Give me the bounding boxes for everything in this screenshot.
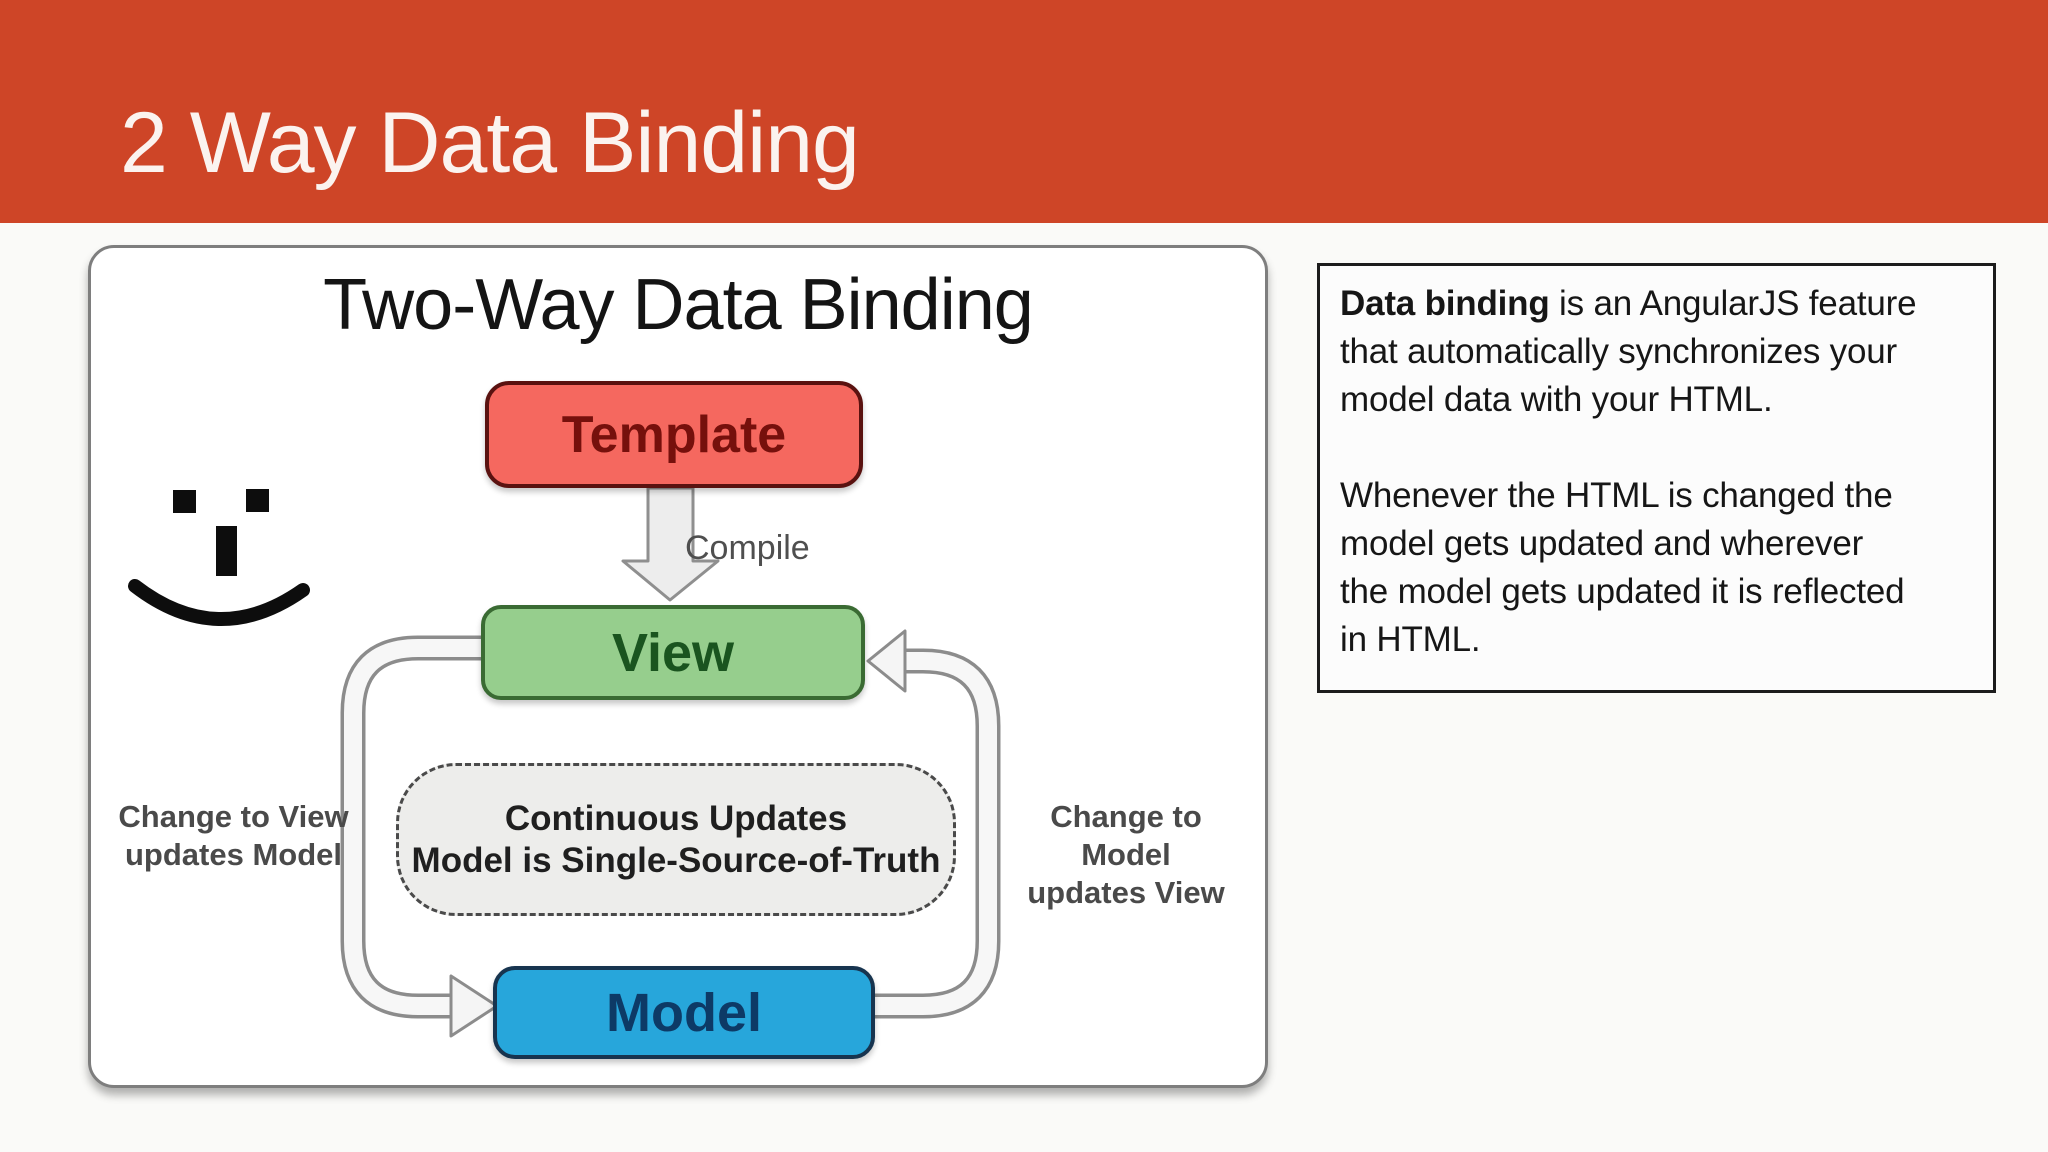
diagram-panel: Two-Way Data Binding Template Compile Vi… bbox=[88, 245, 1268, 1088]
right-caption: Change to Model updates View bbox=[1027, 799, 1225, 910]
view-node: View bbox=[481, 605, 865, 700]
diagram-title: Two-Way Data Binding bbox=[323, 265, 1034, 345]
smiley-face-icon bbox=[128, 489, 310, 626]
center-note: Continuous Updates Model is Single-Sourc… bbox=[396, 763, 956, 916]
infobox-lead: Data binding bbox=[1340, 284, 1550, 323]
infobox-paragraph-1: Data binding is an AngularJS feature tha… bbox=[1340, 280, 1973, 424]
infobox-paragraph-2: Whenever the HTML is changed the model g… bbox=[1340, 476, 1905, 659]
infobox-paragraph-1-rest: is an AngularJS feature that automatical… bbox=[1340, 284, 1917, 419]
template-node: Template bbox=[485, 381, 863, 488]
title-band: 2 Way Data Binding bbox=[0, 0, 2048, 223]
infobox: Data binding is an AngularJS feature tha… bbox=[1317, 263, 1996, 693]
compile-label: Compile bbox=[685, 529, 810, 567]
left-caption: Change to View updates Model bbox=[118, 799, 349, 872]
model-node: Model bbox=[493, 966, 875, 1059]
slide-title: 2 Way Data Binding bbox=[120, 95, 860, 191]
